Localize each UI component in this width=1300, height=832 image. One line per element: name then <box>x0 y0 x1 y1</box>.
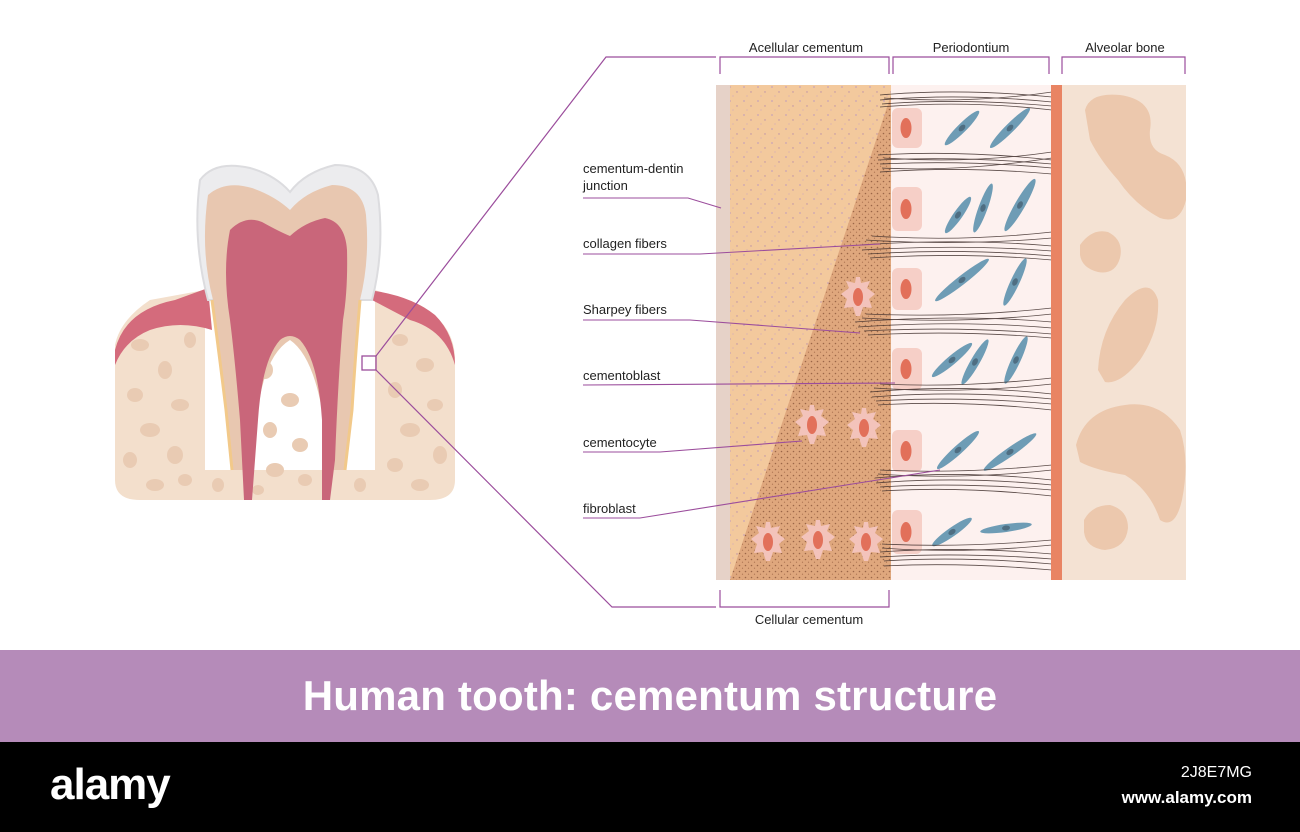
collagen-fiber-bundles <box>854 91 1053 571</box>
header-periodontium: Periodontium <box>933 40 1010 55</box>
cementoblasts <box>892 108 922 554</box>
cementocytes <box>751 277 883 561</box>
jaw-bone <box>115 290 455 500</box>
bone-lacuna <box>1076 404 1186 523</box>
callout-lines <box>582 197 941 519</box>
bone-trabeculae <box>123 332 447 495</box>
watermark-image-id: 2J8E7MG <box>1180 764 1252 781</box>
fibroblast-cell <box>944 110 980 146</box>
periodontium-section <box>854 85 1062 580</box>
fibroblast-cell <box>936 430 980 470</box>
fibroblasts <box>931 107 1037 547</box>
watermark-url: www.alamy.com <box>1121 788 1252 807</box>
fibroblast-cell <box>944 196 972 234</box>
leader-collagen <box>583 243 881 255</box>
fibroblast-cell <box>989 107 1031 149</box>
fibroblast-cell <box>931 342 973 378</box>
header-acellular-cementum: Acellular cementum <box>749 40 863 55</box>
bracket-acellular <box>719 56 890 74</box>
label-sharpey-fibers: Sharpey fibers <box>583 302 667 317</box>
fibroblast-cell <box>983 433 1037 471</box>
header-alveolar-bone: Alveolar bone <box>1085 40 1165 55</box>
page-title: Human tooth: cementum structure <box>302 672 998 719</box>
cementoblast-cell <box>892 187 922 231</box>
label-fibroblast: fibroblast <box>583 501 636 516</box>
cellular-cementum-texture <box>730 95 891 580</box>
zoom-connector-top <box>375 56 716 357</box>
cementoblast-cell <box>892 348 922 390</box>
label-collagen-fibers: collagen fibers <box>583 236 667 251</box>
gingiva-right <box>368 290 455 365</box>
bone-lacuna <box>1098 287 1159 383</box>
bone-lining-strip <box>1051 85 1062 580</box>
label-cementum-dentin: cementum-dentin <box>583 161 683 176</box>
fibroblast-cell <box>935 258 989 302</box>
zoom-region-marker <box>361 355 377 371</box>
cementocyte-cell <box>801 520 835 559</box>
fiber-bundle <box>879 91 1053 111</box>
fibroblast-cell <box>1003 258 1027 306</box>
header-cellular-cementum: Cellular cementum <box>755 612 863 627</box>
watermark-logo: alamy <box>50 760 171 809</box>
periodontium-background <box>891 85 1051 580</box>
bone-lacuna <box>1085 94 1186 220</box>
pulp <box>226 218 348 500</box>
fibroblast-cell <box>973 183 993 233</box>
bone-lacuna <box>1084 505 1128 550</box>
cementocyte-cell <box>795 405 829 444</box>
watermark-footer: alamy 2J8E7MG www.alamy.com <box>0 742 1300 832</box>
cementum-section <box>716 85 891 580</box>
fibroblast-cell <box>980 522 1032 534</box>
label-cementocyte: cementocyte <box>583 435 657 450</box>
label-cementoblast: cementoblast <box>583 368 661 383</box>
cementum-diagram: Acellular cementum Periodontium Alveolar… <box>115 40 1186 627</box>
leader-cementoblast <box>582 382 896 386</box>
cementoblast-cell <box>892 108 922 148</box>
fibroblast-cell <box>932 517 972 547</box>
title-banner: Human tooth: cementum structure <box>0 650 1300 742</box>
cementoblast-cell <box>892 510 922 554</box>
fiber-bundle <box>869 377 1053 411</box>
gingiva-left <box>115 288 212 365</box>
fiber-bundle <box>854 307 1053 339</box>
leader-sharpey <box>583 319 861 334</box>
bracket-periodontium <box>892 56 1050 74</box>
cementocyte-cell <box>847 408 881 447</box>
tooth-illustration <box>115 163 455 500</box>
dentin-junction-strip <box>716 85 730 580</box>
bracket-alveolar <box>1061 56 1186 74</box>
fiber-bundle <box>874 464 1053 497</box>
cementoblast-cell <box>892 268 922 310</box>
fiber-bundle <box>877 151 1053 175</box>
zoom-connector <box>375 56 716 608</box>
alveolar-bone-section <box>1062 85 1186 580</box>
fibroblast-cell <box>961 339 989 385</box>
leader-cementocyte <box>583 440 803 453</box>
label-junction: junction <box>582 178 628 193</box>
fibroblast-cell <box>1004 178 1036 232</box>
cementocyte-cell <box>849 522 883 561</box>
cementocyte-cell <box>841 277 875 316</box>
leader-cdj <box>583 197 722 209</box>
bracket-cellular <box>719 590 890 608</box>
fiber-bundle <box>859 231 1053 261</box>
cementocyte-cell <box>751 522 785 561</box>
fibroblast-cell <box>1004 336 1028 384</box>
bone-lacuna <box>1080 231 1121 273</box>
section-brackets <box>719 56 1186 608</box>
leader-fibroblast <box>583 469 941 519</box>
zoom-connector-bottom <box>375 369 716 608</box>
root-cementum <box>210 299 362 471</box>
fiber-bundle <box>879 539 1053 571</box>
cementoblast-cell <box>892 430 922 472</box>
